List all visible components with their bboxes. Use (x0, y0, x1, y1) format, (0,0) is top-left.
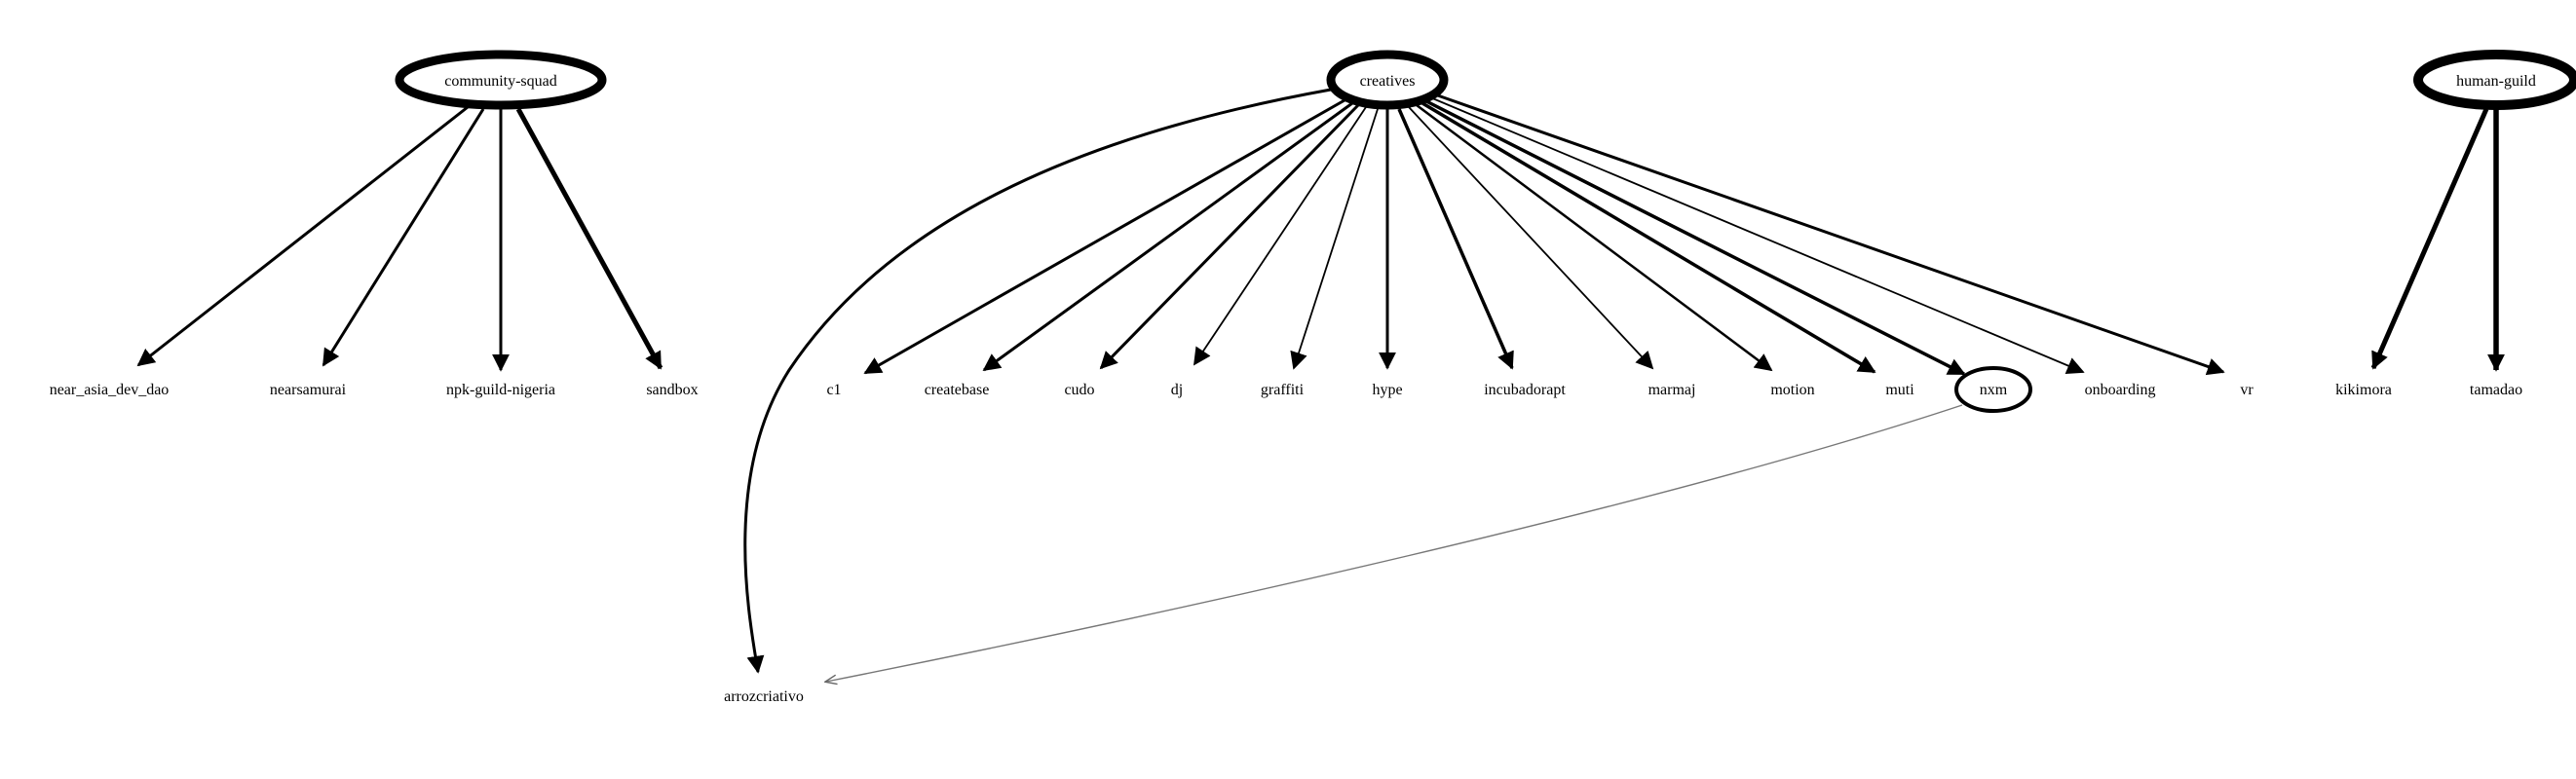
edge-community-squad-near_asia_dev_dao (136, 105, 469, 367)
node-ellipse (2413, 50, 2576, 110)
node-incubadorapt[interactable]: incubadorapt (1484, 382, 1566, 398)
node-label: nxm (1980, 382, 2008, 398)
edges (136, 88, 2505, 682)
node-near_asia_dev_dao[interactable]: near_asia_dev_dao (50, 382, 170, 398)
edge-creatives-arrozcriativo (743, 88, 1332, 674)
node-kikimora[interactable]: kikimora (2335, 382, 2392, 398)
edge-creatives-motion (1416, 103, 1773, 372)
node-cudo[interactable]: cudo (1064, 382, 1094, 398)
node-muti[interactable]: muti (1885, 382, 1914, 398)
node-ellipse (1954, 366, 2032, 413)
node-community-squad[interactable]: community-squad (395, 50, 607, 110)
node-creatives[interactable]: creatives (1326, 50, 1449, 110)
node-tamadao[interactable]: tamadao (2470, 382, 2522, 398)
node-nxm[interactable]: nxm (1954, 366, 2032, 413)
edge-nxm-arrozcriativo (826, 404, 1963, 682)
node-motion[interactable]: motion (1770, 382, 1814, 398)
edge-creatives-nxm (1425, 99, 1966, 376)
node-onboarding[interactable]: onboarding (2085, 382, 2156, 398)
node-marmaj[interactable]: marmaj (1648, 382, 1696, 398)
edge-community-squad-nearsamurai (322, 108, 485, 367)
node-hype[interactable]: hype (1372, 382, 1402, 398)
node-nearsamurai[interactable]: nearsamurai (270, 382, 347, 398)
edge-creatives-dj (1193, 106, 1367, 366)
node-npk-guild-nigeria[interactable]: npk-guild-nigeria (446, 382, 555, 398)
node-arrozcriativo[interactable]: arrozcriativo (724, 688, 804, 705)
node-sandbox[interactable]: sandbox (646, 382, 698, 398)
node-dj[interactable]: dj (1171, 382, 1183, 398)
edge-community-squad-sandbox (515, 107, 663, 370)
node-c1[interactable]: c1 (826, 382, 841, 398)
node-label: community-squad (444, 73, 557, 90)
node-label: creatives (1360, 73, 1416, 90)
edge-creatives-cudo (1099, 103, 1360, 370)
edge-creatives-graffiti (1290, 108, 1379, 370)
edge-creatives-createbase (982, 101, 1353, 372)
node-ellipse (395, 50, 607, 110)
node-label: human-guild (2456, 73, 2536, 90)
edge-creatives-marmaj (1408, 106, 1654, 370)
edge-creatives-incubadorapt (1397, 108, 1514, 370)
edge-creatives-vr (1431, 92, 2225, 376)
leaf-nodes: near_asia_dev_dao nearsamurai npk-guild-… (50, 366, 2522, 705)
node-vr[interactable]: vr (2240, 382, 2254, 398)
edge-human-guild-kikimora (2370, 108, 2489, 370)
edge-creatives-onboarding (1429, 96, 2085, 375)
edge-creatives-c1 (863, 98, 1345, 375)
node-graffiti[interactable]: graffiti (1261, 382, 1305, 398)
node-createbase[interactable]: createbase (925, 382, 990, 398)
node-human-guild[interactable]: human-guild (2413, 50, 2576, 110)
edge-creatives-muti (1421, 101, 1876, 374)
node-ellipse (1326, 50, 1449, 110)
